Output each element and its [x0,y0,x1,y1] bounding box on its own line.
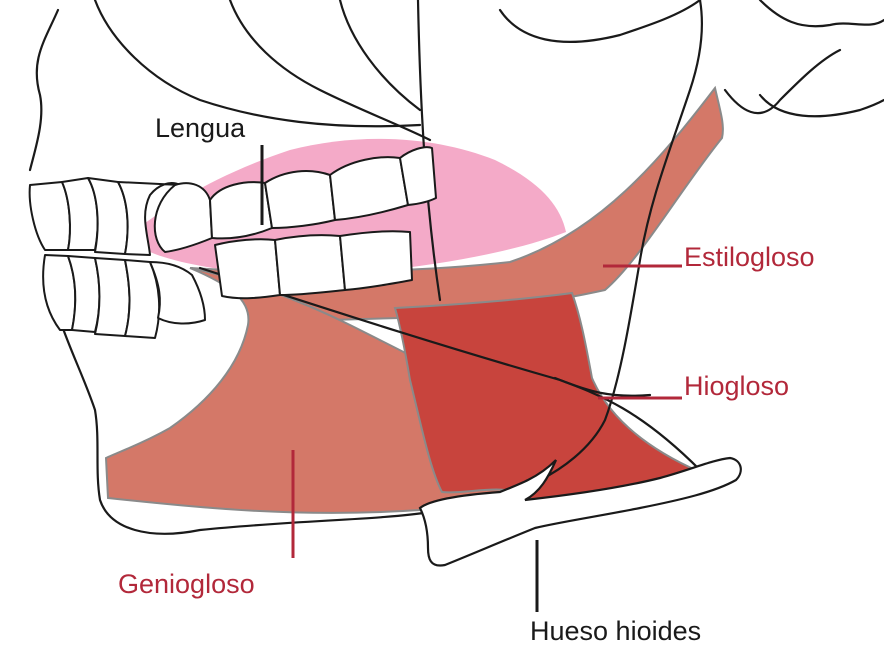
zygoma-outline [230,0,430,140]
label-geniogloso: Geniogloso [118,569,255,599]
label-hiogloso: Hiogloso [684,371,789,401]
styloid-process [725,50,840,113]
label-hueso-hioides: Hueso hioides [530,616,701,646]
label-estilogloso: Estilogloso [684,242,815,272]
cheek-outline [340,0,420,110]
mastoid-outline [760,95,884,116]
occipital-outline [760,0,884,26]
skull-outline [30,10,58,170]
label-lengua: Lengua [155,113,246,143]
ear-region [500,0,700,42]
